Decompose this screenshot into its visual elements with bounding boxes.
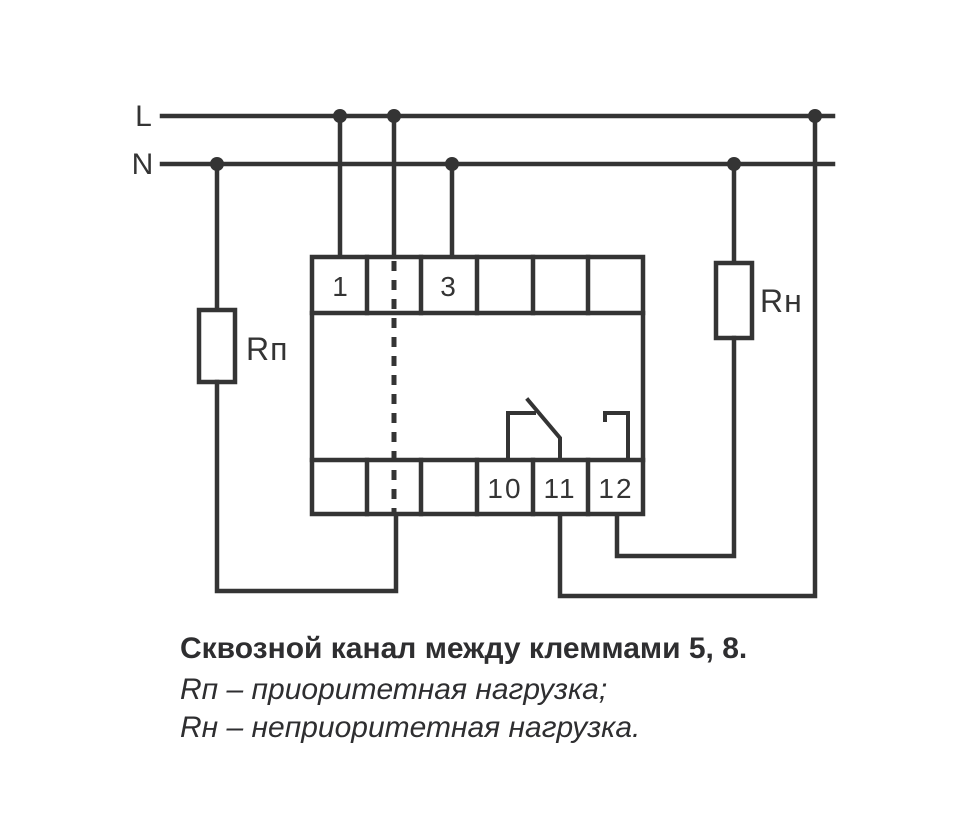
nonpriority-load-resistor <box>713 260 755 341</box>
neutral-bus-label: N <box>132 148 155 181</box>
caption-title: Сквозной канал между клеммами 5, 8. <box>180 632 747 665</box>
relay-fixed-contact-10 <box>506 411 536 460</box>
relay-moving-contact-arm <box>525 397 562 460</box>
caption-legend-nonpriority: Rн – неприоритетная нагрузка. <box>180 711 640 744</box>
terminal-10-label: 10 <box>487 473 522 504</box>
device-top-terminal-dividers <box>364 254 591 316</box>
wire-live-to-terminal-11 <box>557 113 818 599</box>
nonpriority-load-label: Rн <box>760 283 803 319</box>
priority-load-label: Rп <box>246 331 288 367</box>
terminal-12-label: 12 <box>598 473 633 504</box>
relay-fixed-contact-12 <box>603 411 630 460</box>
device-bottom-terminal-dividers <box>364 457 591 517</box>
terminal-11-label: 11 <box>543 473 576 504</box>
terminal-3-label: 3 <box>440 271 458 302</box>
wire-nonpriority-load-to-terminal-12 <box>614 335 737 559</box>
caption-legend-priority: Rп – приоритетная нагрузка; <box>180 673 607 706</box>
terminal-1-label: 1 <box>332 271 350 302</box>
live-bus-label: L <box>135 100 153 133</box>
priority-load-resistor <box>196 307 238 385</box>
wire-priority-load-to-terminal-8 <box>214 379 399 594</box>
